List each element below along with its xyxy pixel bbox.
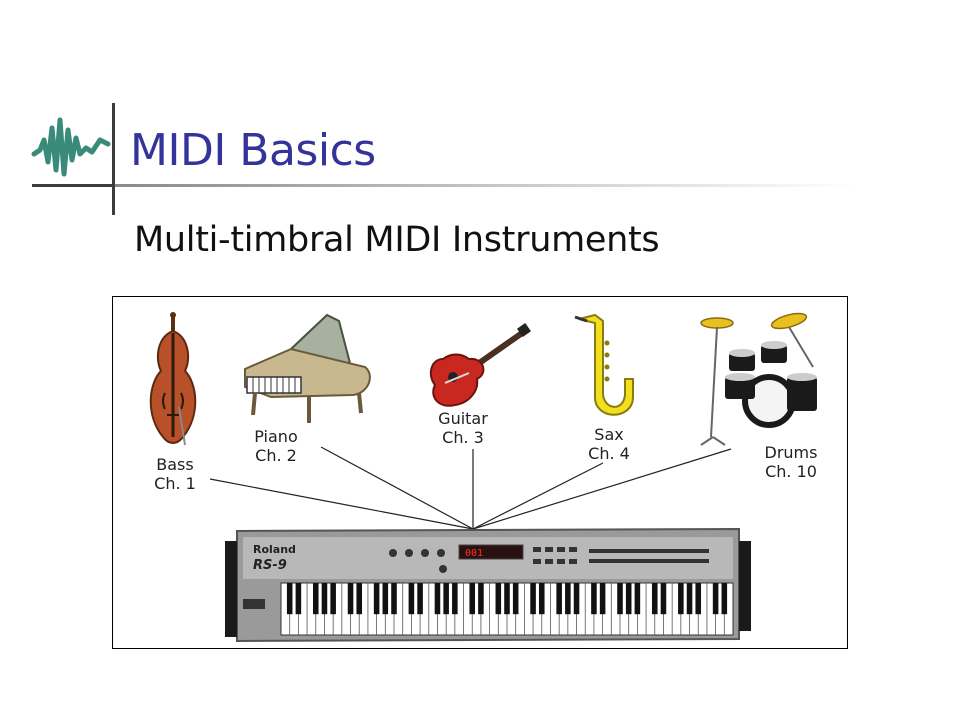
label-sax: Sax Ch. 4 [577,425,641,463]
label-piano-name: Piano [254,427,298,446]
black-key [382,583,389,615]
label-bass: Bass Ch. 1 [143,455,207,493]
black-key [373,583,380,615]
label-piano: Piano Ch. 2 [243,427,309,465]
label-drums-name: Drums [764,443,818,462]
black-key [434,583,441,615]
black-key [538,583,545,615]
black-key [651,583,658,615]
sax-illustration-icon [574,313,634,416]
black-key [695,583,702,615]
black-key [504,583,510,615]
black-key [295,583,302,615]
label-sax-channel: Ch. 4 [588,444,630,463]
connector-piano [320,446,474,530]
label-guitar: Guitar Ch. 3 [429,409,497,447]
black-key [556,583,562,615]
black-key [321,583,328,615]
black-key [469,583,476,615]
keyboard-model-text: RS-9 [253,558,287,573]
piano-illustration-icon [244,313,371,423]
label-drums-channel: Ch. 10 [765,462,817,481]
label-drums: Drums Ch. 10 [753,443,829,481]
black-key [591,583,597,615]
label-guitar-channel: Ch. 3 [442,428,484,447]
black-key [599,583,606,615]
black-key [408,583,415,615]
instrument-diagram-panel: Roland RS-9 001 Bass Ch. 1 [112,296,848,649]
label-guitar-name: Guitar [438,409,488,428]
connector-lines [209,446,732,530]
connector-sax [472,462,604,530]
black-key [530,583,536,615]
black-key [312,583,319,615]
black-key [478,583,484,615]
label-sax-name: Sax [594,425,624,444]
black-key [625,583,632,615]
black-key [443,583,449,615]
black-key [686,583,693,615]
black-key [712,583,719,615]
header-rule-gradient [115,184,855,187]
black-key [391,583,397,615]
slide-subtitle: Multi-timbral MIDI Instruments [134,220,660,260]
label-bass-channel: Ch. 1 [154,474,196,493]
waveform-logo-icon [31,117,111,177]
black-key [634,583,641,615]
black-key [286,583,293,615]
black-key [512,583,519,615]
keyboard-brand-text: Roland [253,543,296,556]
black-key [417,583,423,615]
guitar-illustration-icon [429,323,531,407]
black-key [617,583,623,615]
header-vertical-rule [112,103,115,215]
label-bass-name: Bass [156,455,194,474]
slide-title: MIDI Basics [130,125,376,176]
connector-bass [209,478,474,530]
black-key [452,583,458,615]
black-key [721,583,728,615]
label-piano-channel: Ch. 2 [255,446,297,465]
black-key [660,583,667,615]
header-rule-left [32,184,114,187]
bass-illustration-icon [149,312,197,446]
connector-drums [472,448,732,530]
black-key [495,583,502,615]
black-key [347,583,354,615]
black-key [573,583,580,615]
black-key [356,583,363,615]
black-key [678,583,684,615]
black-key [565,583,571,615]
keyboard-synthesizer-icon: Roland RS-9 001 [225,527,751,643]
keyboard-display-text: 001 [465,548,483,559]
drums-illustration-icon [700,312,817,446]
black-key [330,583,336,615]
